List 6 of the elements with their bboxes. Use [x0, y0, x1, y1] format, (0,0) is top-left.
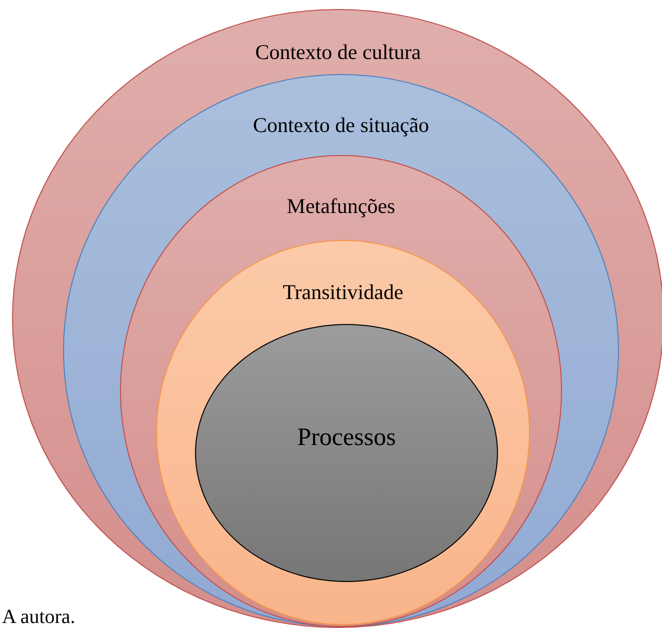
source-note: A autora. [2, 605, 76, 628]
ring-label: Transitividade [282, 282, 404, 303]
ring-label: Processos [296, 425, 397, 450]
ring-label: Contexto de situação [252, 115, 430, 136]
ring-label: Contexto de cultura [254, 42, 422, 63]
ring-label: Metafunções [286, 196, 396, 217]
